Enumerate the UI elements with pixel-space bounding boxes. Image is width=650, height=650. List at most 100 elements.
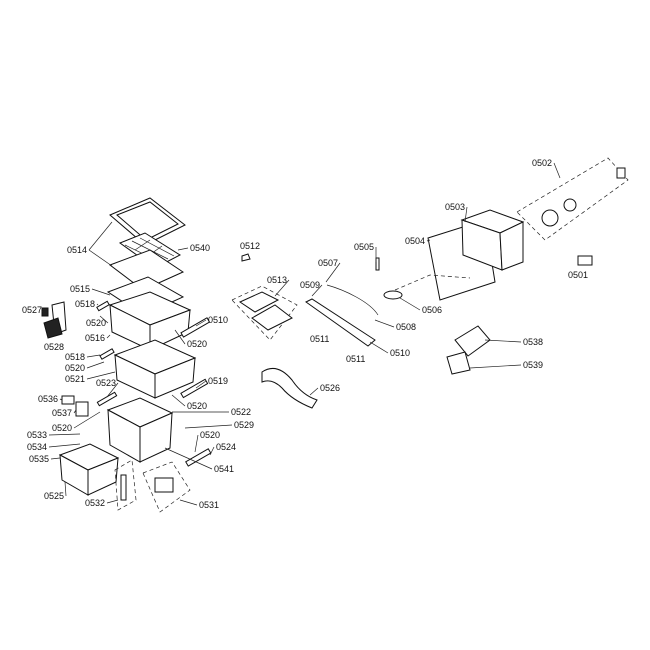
part-0532 <box>120 474 127 501</box>
part-0537 <box>75 401 89 417</box>
part-label-0536: 0536 <box>38 394 58 404</box>
leader-line-0503 <box>464 206 468 223</box>
leader-line-0520 <box>73 411 101 429</box>
rail-0510 <box>180 317 211 338</box>
dispenser-assembly <box>394 157 629 375</box>
leader-line-0518 <box>86 354 101 358</box>
part-label-0520: 0520 <box>187 401 207 411</box>
part-label-0512: 0512 <box>240 241 260 251</box>
leader-line-0509 <box>311 284 323 297</box>
part-label-0506: 0506 <box>422 305 442 315</box>
part-label-0519: 0519 <box>208 376 228 386</box>
wire-dispenser <box>394 274 471 291</box>
part-label-0539: 0539 <box>523 360 543 370</box>
part-label-0520: 0520 <box>86 318 106 328</box>
group-0532 <box>114 459 137 511</box>
part-0526 <box>261 367 318 409</box>
part-label-0541: 0541 <box>214 464 234 474</box>
part-label-0509: 0509 <box>300 280 320 290</box>
leader-line-0532 <box>106 499 119 504</box>
part-0501 <box>577 255 593 266</box>
leader-line-0533 <box>48 433 81 436</box>
part-0502-motor <box>563 198 577 212</box>
part-0505 <box>375 257 380 271</box>
part-0506 <box>383 290 403 300</box>
leader-line-0514 <box>88 221 113 251</box>
leader-line-0520 <box>99 315 109 324</box>
rail-0523 <box>96 391 118 407</box>
part-label-0538: 0538 <box>523 337 543 347</box>
leader-line-0534 <box>48 443 81 448</box>
part-0510-bracket <box>305 298 376 347</box>
part-label-0522: 0522 <box>231 407 251 417</box>
part-label-0510: 0510 <box>390 348 410 358</box>
part-label-0515: 0515 <box>70 284 90 294</box>
leader-line-0514b <box>88 249 113 267</box>
part-label-0516: 0516 <box>85 333 105 343</box>
leader-line-0520 <box>194 434 199 453</box>
leader-line-0541 <box>164 447 213 470</box>
part-label-0520: 0520 <box>200 430 220 440</box>
leader-line-0516 <box>106 334 111 339</box>
leader-line-0520 <box>86 361 105 369</box>
part-label-0502: 0502 <box>532 158 552 168</box>
group-0513 <box>231 285 298 341</box>
part-label-0531: 0531 <box>199 500 219 510</box>
leader-line-0510 <box>369 341 389 354</box>
part-0538 <box>454 325 491 357</box>
part-label-0520: 0520 <box>65 363 85 373</box>
leader-line-0518 <box>96 303 99 306</box>
drawer-assembly <box>41 197 212 513</box>
leader-line-0519 <box>195 380 207 389</box>
group-0531 <box>142 461 191 513</box>
rail-0518b <box>99 348 115 360</box>
part-label-0513: 0513 <box>267 275 287 285</box>
part-label-0511: 0511 <box>346 354 365 364</box>
leader-line-0531 <box>179 499 198 506</box>
leader-line-0539 <box>469 364 522 369</box>
part-label-0510: 0510 <box>208 315 228 325</box>
part-label-0524: 0524 <box>216 442 236 452</box>
leader-line-0540 <box>177 247 189 251</box>
leader-line-0506 <box>399 297 421 311</box>
part-label-0540: 0540 <box>190 243 210 253</box>
leader-line-0536 <box>59 398 63 401</box>
leader-line-0526 <box>309 387 319 396</box>
leader-line-0507 <box>325 262 341 283</box>
part-label-0503: 0503 <box>445 202 465 212</box>
part-label-0507: 0507 <box>318 258 338 268</box>
shelf-frame-middle <box>108 249 185 291</box>
part-0513-ice <box>251 304 293 331</box>
leader-line-0515 <box>91 288 111 296</box>
part-label-0533: 0533 <box>27 430 47 440</box>
part-label-0529: 0529 <box>234 420 254 430</box>
leader-line-0535 <box>50 457 61 460</box>
part-label-0518: 0518 <box>65 352 85 362</box>
leader-line-0513 <box>274 279 290 297</box>
part-label-0527: 0527 <box>22 305 42 315</box>
part-0502-gear <box>541 209 559 227</box>
wire-0507 <box>326 284 379 316</box>
leader-line-0523 <box>106 382 119 398</box>
group-0502 <box>516 157 629 241</box>
leader-line-0502 <box>553 162 561 179</box>
part-label-0504: 0504 <box>405 236 425 246</box>
shelf-glass-top <box>116 201 179 241</box>
leader-line-0510 <box>195 319 207 327</box>
part-0539 <box>446 351 471 375</box>
leader-line-0504 <box>426 239 431 242</box>
part-label-0501: 0501 <box>568 270 588 280</box>
leader-line-0520 <box>174 329 186 345</box>
part-label-0537: 0537 <box>52 408 72 418</box>
part-0502-end <box>616 167 626 179</box>
leader-line-0529 <box>184 424 233 429</box>
center-assembly <box>231 253 403 409</box>
part-0536 <box>61 395 75 405</box>
part-label-0532: 0532 <box>85 498 105 508</box>
leader-line-0520 <box>171 394 186 407</box>
part-label-0526: 0526 <box>320 383 340 393</box>
part-0513-tray <box>238 291 280 313</box>
part-label-0525: 0525 <box>44 491 64 501</box>
leader-line-0538 <box>484 339 522 343</box>
